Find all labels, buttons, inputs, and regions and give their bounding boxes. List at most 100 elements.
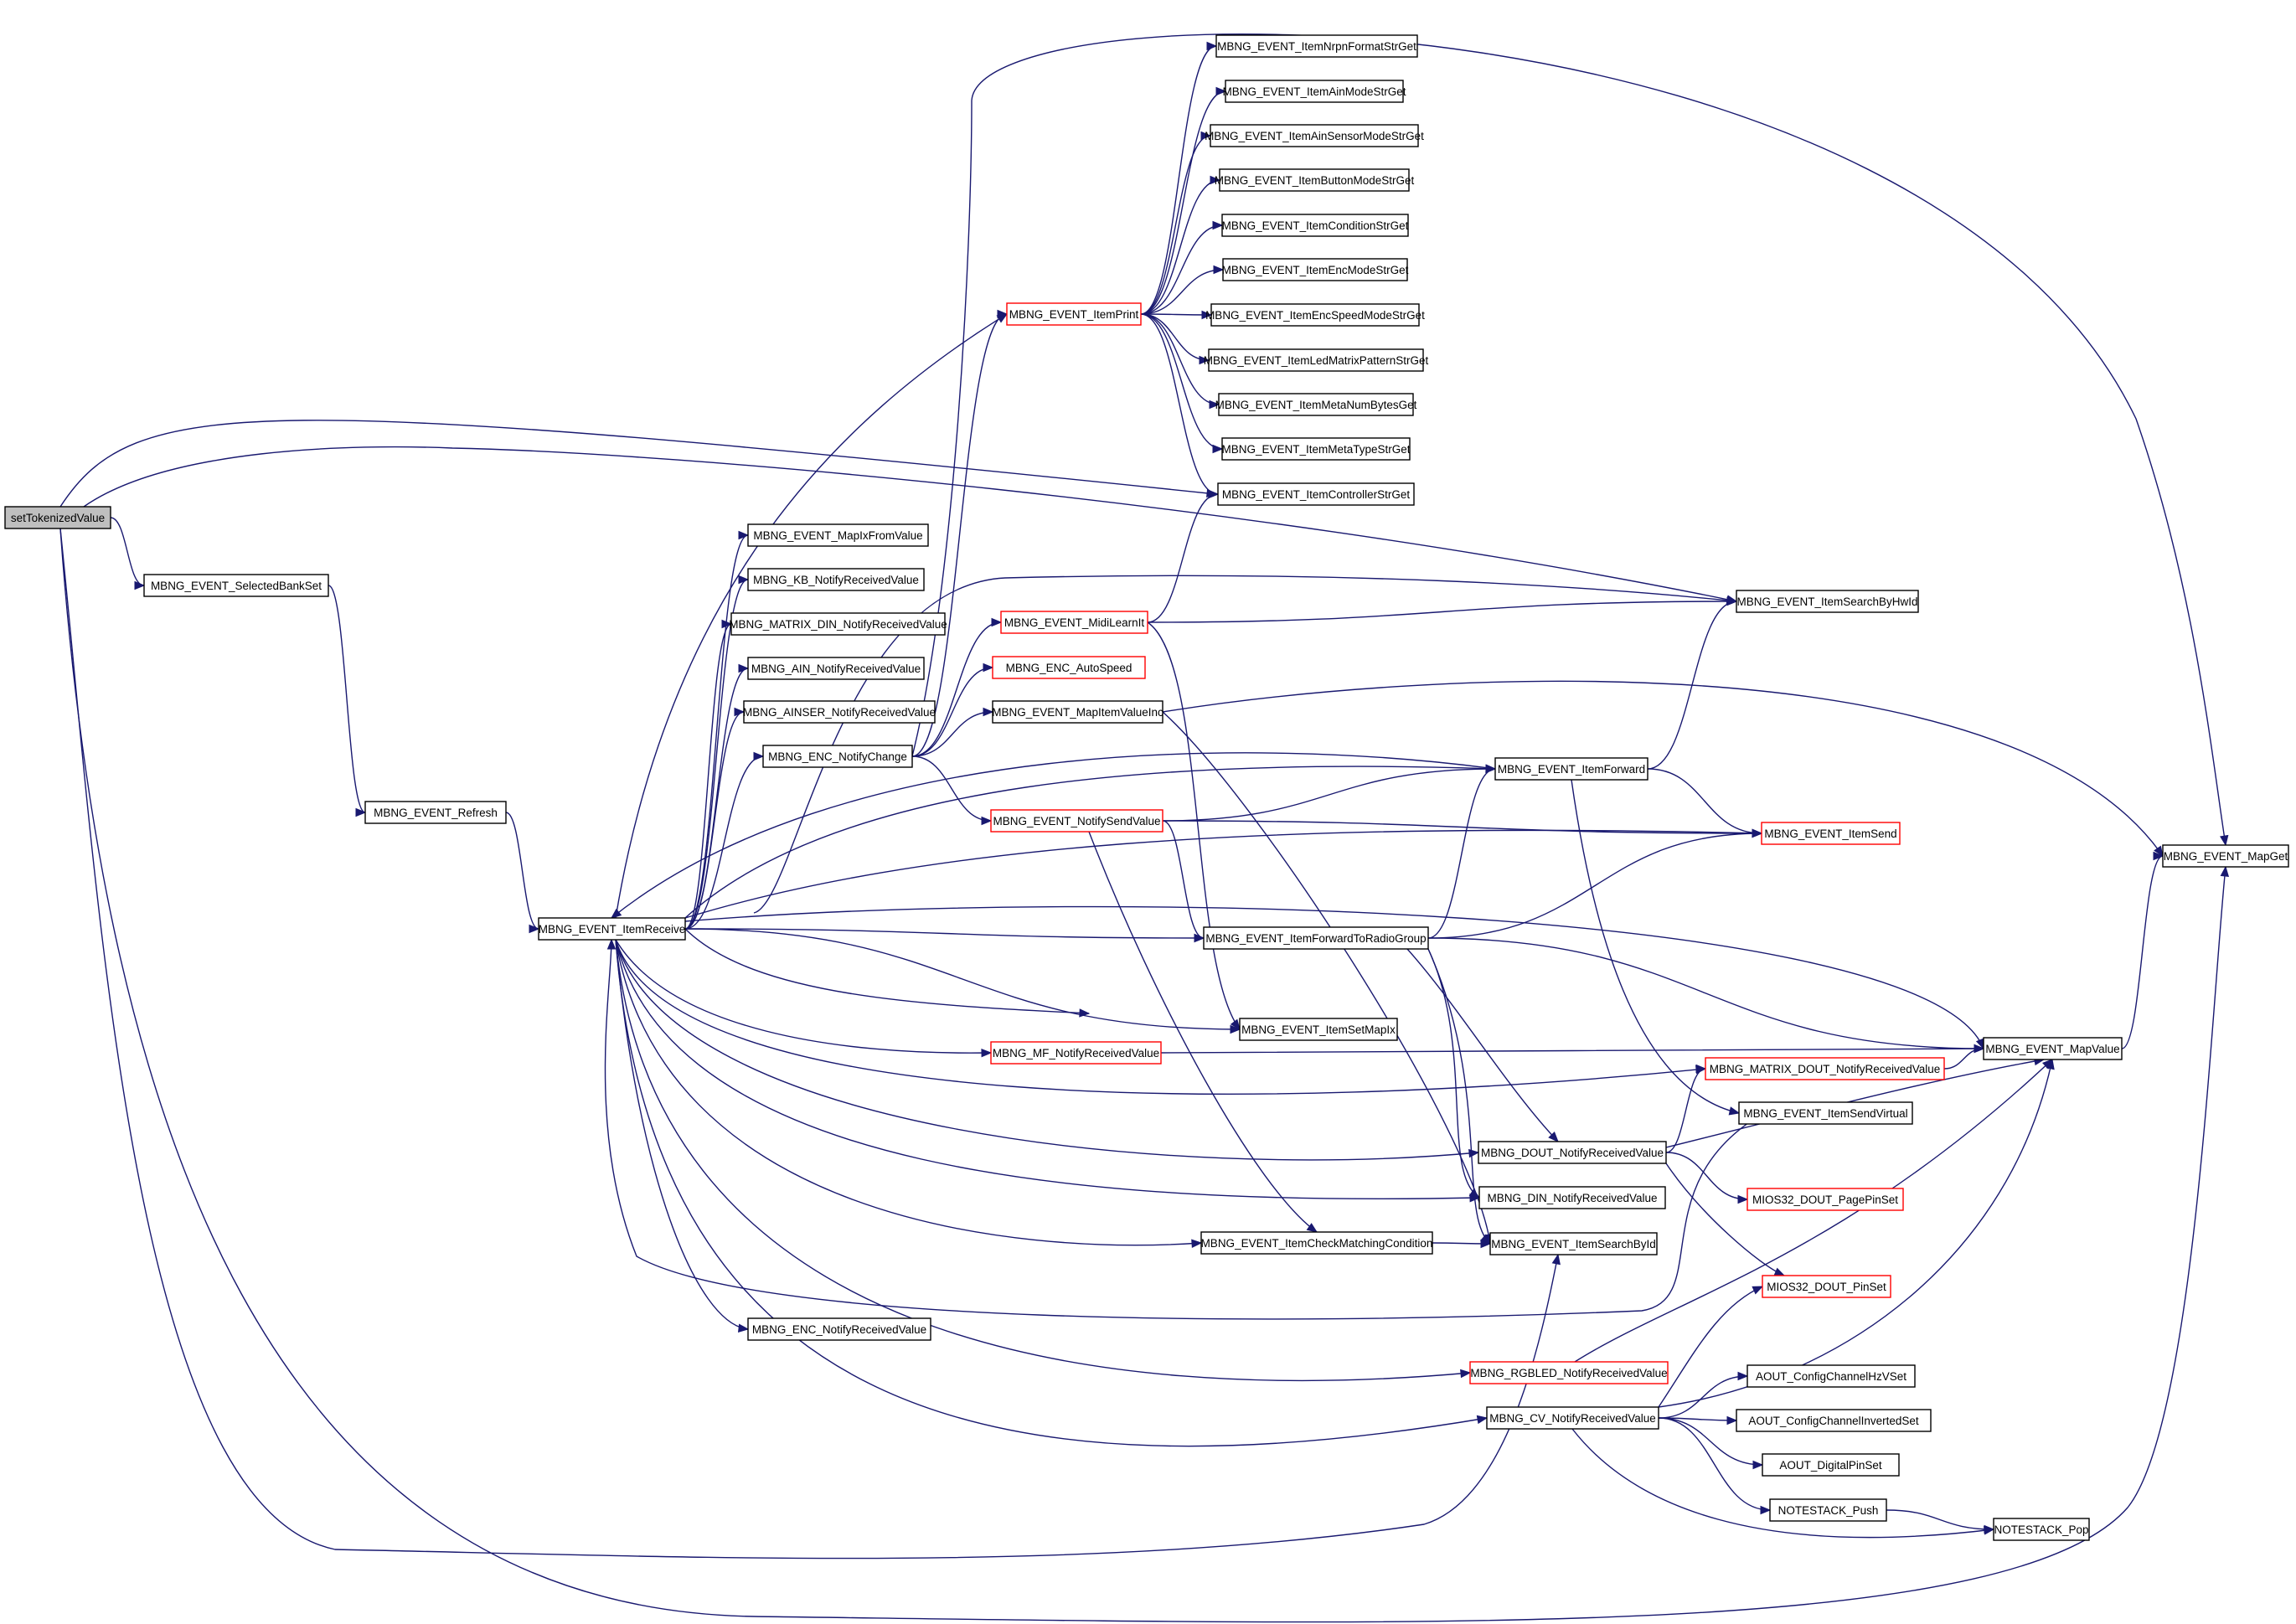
node-ENC_NotifyChange[interactable]: MBNG_ENC_NotifyChange xyxy=(762,745,913,768)
node-box[interactable] xyxy=(1217,482,1415,506)
node-ItemSetMapIx[interactable]: MBNG_EVENT_ItemSetMapIx xyxy=(1239,1018,1398,1041)
node-ItemSearchByHwId[interactable]: MBNG_EVENT_ItemSearchByHwId xyxy=(1736,590,1919,613)
node-box[interactable] xyxy=(4,506,111,529)
node-EncSpeedMode[interactable]: MBNG_EVENT_ItemEncSpeedModeStrGet xyxy=(1205,303,1425,327)
node-box[interactable] xyxy=(990,1041,1162,1065)
node-MATRIX_DIN[interactable]: MBNG_MATRIX_DIN_NotifyReceivedValue xyxy=(729,612,947,636)
node-ControllerStr[interactable]: MBNG_EVENT_ItemControllerStrGet xyxy=(1217,482,1415,506)
node-DIN_Notify[interactable]: MBNG_DIN_NotifyReceivedValue xyxy=(1478,1186,1666,1209)
node-box[interactable] xyxy=(1762,1275,1891,1298)
node-box[interactable] xyxy=(1215,34,1418,58)
node-ItemCheckMatching[interactable]: MBNG_EVENT_ItemCheckMatchingCondition xyxy=(1200,1231,1433,1255)
node-box[interactable] xyxy=(747,657,925,680)
node-box[interactable] xyxy=(1762,1453,1900,1477)
node-AIN_Notify[interactable]: MBNG_AIN_NotifyReceivedValue xyxy=(747,657,925,680)
node-box[interactable] xyxy=(1203,926,1429,950)
node-box[interactable] xyxy=(364,801,507,824)
node-DOUT_Notify[interactable]: MBNG_DOUT_NotifyReceivedValue xyxy=(1478,1141,1667,1164)
node-box[interactable] xyxy=(1736,590,1919,613)
node-LedMatrixPattern[interactable]: MBNG_EVENT_ItemLedMatrixPatternStrGet xyxy=(1204,348,1429,372)
node-MF_Notify[interactable]: MBNG_MF_NotifyReceivedValue xyxy=(990,1041,1162,1065)
node-NotestackPop[interactable]: NOTESTACK_Pop xyxy=(1993,1518,2090,1541)
node-box[interactable] xyxy=(1221,214,1409,237)
node-MATRIX_DOUT[interactable]: MBNG_MATRIX_DOUT_NotifyReceivedValue xyxy=(1705,1057,1945,1080)
node-HzVSet[interactable]: AOUT_ConfigChannelHzVSet xyxy=(1747,1364,1916,1388)
node-MidiLearnIt[interactable]: MBNG_EVENT_MidiLearnIt xyxy=(1000,611,1148,634)
node-box[interactable] xyxy=(1489,1232,1658,1255)
node-MetaNumBytes[interactable]: MBNG_EVENT_ItemMetaNumBytesGet xyxy=(1215,393,1417,416)
node-box[interactable] xyxy=(1218,393,1414,416)
node-DigitalPinSet[interactable]: AOUT_DigitalPinSet xyxy=(1762,1453,1900,1477)
node-box[interactable] xyxy=(762,745,913,768)
node-box[interactable] xyxy=(1000,611,1148,634)
node-box[interactable] xyxy=(1239,1018,1398,1041)
node-box[interactable] xyxy=(1225,80,1404,103)
node-MetaType[interactable]: MBNG_EVENT_ItemMetaTypeStrGet xyxy=(1221,437,1411,461)
node-box[interactable] xyxy=(1222,258,1408,281)
node-box[interactable] xyxy=(1219,168,1410,192)
node-box[interactable] xyxy=(1210,124,1419,147)
node-KB_Notify[interactable]: MBNG_KB_NotifyReceivedValue xyxy=(747,568,925,591)
node-AINSER_Notify[interactable]: MBNG_AINSER_NotifyReceivedValue xyxy=(743,700,936,724)
node-box[interactable] xyxy=(1747,1188,1904,1211)
node-PinSet[interactable]: MIOS32_DOUT_PinSet xyxy=(1762,1275,1891,1298)
node-box[interactable] xyxy=(1761,822,1901,845)
node-box[interactable] xyxy=(730,612,946,636)
node-ItemReceive[interactable]: MBNG_EVENT_ItemReceive xyxy=(538,917,686,941)
node-box[interactable] xyxy=(1983,1037,2123,1060)
node-box[interactable] xyxy=(1494,757,1648,781)
node-MapValue[interactable]: MBNG_EVENT_MapValue xyxy=(1983,1037,2123,1060)
node-ItemSendVirtual[interactable]: MBNG_EVENT_ItemSendVirtual xyxy=(1738,1101,1913,1125)
node-ENC_NotifyReceived[interactable]: MBNG_ENC_NotifyReceivedValue xyxy=(747,1317,931,1341)
node-box[interactable] xyxy=(1747,1364,1916,1388)
node-box[interactable] xyxy=(747,568,925,591)
node-RGBLED_Notify[interactable]: MBNG_RGBLED_NotifyReceivedValue xyxy=(1469,1361,1669,1384)
node-InvertedSet[interactable]: AOUT_ConfigChannelInvertedSet xyxy=(1736,1409,1932,1432)
node-box[interactable] xyxy=(1469,1361,1669,1384)
node-box[interactable] xyxy=(1478,1186,1666,1209)
node-box[interactable] xyxy=(2162,844,2289,868)
node-Refresh[interactable]: MBNG_EVENT_Refresh xyxy=(364,801,507,824)
node-box[interactable] xyxy=(990,809,1163,833)
node-ButtonMode[interactable]: MBNG_EVENT_ItemButtonModeStrGet xyxy=(1215,168,1415,192)
node-box[interactable] xyxy=(1705,1057,1945,1080)
node-ItemSend[interactable]: MBNG_EVENT_ItemSend xyxy=(1761,822,1901,845)
node-ItemPrint[interactable]: MBNG_EVENT_ItemPrint xyxy=(1006,302,1142,326)
node-CV_Notify[interactable]: MBNG_CV_NotifyReceivedValue xyxy=(1486,1406,1659,1430)
node-MapItemValueInc[interactable]: MBNG_EVENT_MapItemValueInc xyxy=(992,700,1163,724)
node-box[interactable] xyxy=(992,700,1163,724)
node-box[interactable] xyxy=(1736,1409,1932,1432)
node-ItemSearchById[interactable]: MBNG_EVENT_ItemSearchById xyxy=(1489,1232,1658,1255)
node-EncMode[interactable]: MBNG_EVENT_ItemEncModeStrGet xyxy=(1222,258,1409,281)
node-box[interactable] xyxy=(143,574,329,597)
node-MapIxFromValue[interactable]: MBNG_EVENT_MapIxFromValue xyxy=(747,523,929,547)
node-MapGet[interactable]: MBNG_EVENT_MapGet xyxy=(2162,844,2289,868)
node-PagePinSet[interactable]: MIOS32_DOUT_PagePinSet xyxy=(1747,1188,1904,1211)
node-box[interactable] xyxy=(1478,1141,1667,1164)
node-box[interactable] xyxy=(1993,1518,2090,1541)
node-SelectedBankSet[interactable]: MBNG_EVENT_SelectedBankSet xyxy=(143,574,329,597)
node-ItemForwardToRadioGroup[interactable]: MBNG_EVENT_ItemForwardToRadioGroup xyxy=(1203,926,1429,950)
node-NotestackPush[interactable]: NOTESTACK_Push xyxy=(1769,1498,1887,1522)
node-box[interactable] xyxy=(743,700,936,724)
node-NrpnFormat[interactable]: MBNG_EVENT_ItemNrpnFormatStrGet xyxy=(1215,34,1418,58)
node-box[interactable] xyxy=(1769,1498,1887,1522)
node-AinSensorMode[interactable]: MBNG_EVENT_ItemAinSensorModeStrGet xyxy=(1205,124,1424,147)
node-box[interactable] xyxy=(1221,437,1411,461)
node-box[interactable] xyxy=(1738,1101,1913,1125)
node-box[interactable] xyxy=(1200,1231,1433,1255)
node-box[interactable] xyxy=(1210,303,1420,327)
node-ItemForward[interactable]: MBNG_EVENT_ItemForward xyxy=(1494,757,1648,781)
node-NotifySendValue[interactable]: MBNG_EVENT_NotifySendValue xyxy=(990,809,1163,833)
node-box[interactable] xyxy=(747,1317,931,1341)
node-box[interactable] xyxy=(1208,348,1424,372)
node-box[interactable] xyxy=(747,523,929,547)
node-box[interactable] xyxy=(1486,1406,1659,1430)
node-AinMode[interactable]: MBNG_EVENT_ItemAinModeStrGet xyxy=(1222,80,1406,103)
node-box[interactable] xyxy=(992,656,1146,679)
node-Condition[interactable]: MBNG_EVENT_ItemConditionStrGet xyxy=(1221,214,1409,237)
node-AutoSpeed[interactable]: MBNG_ENC_AutoSpeed xyxy=(992,656,1146,679)
node-box[interactable] xyxy=(1006,302,1142,326)
node-box[interactable] xyxy=(538,917,686,941)
node-setTokenizedValue[interactable]: setTokenizedValue xyxy=(4,506,111,529)
